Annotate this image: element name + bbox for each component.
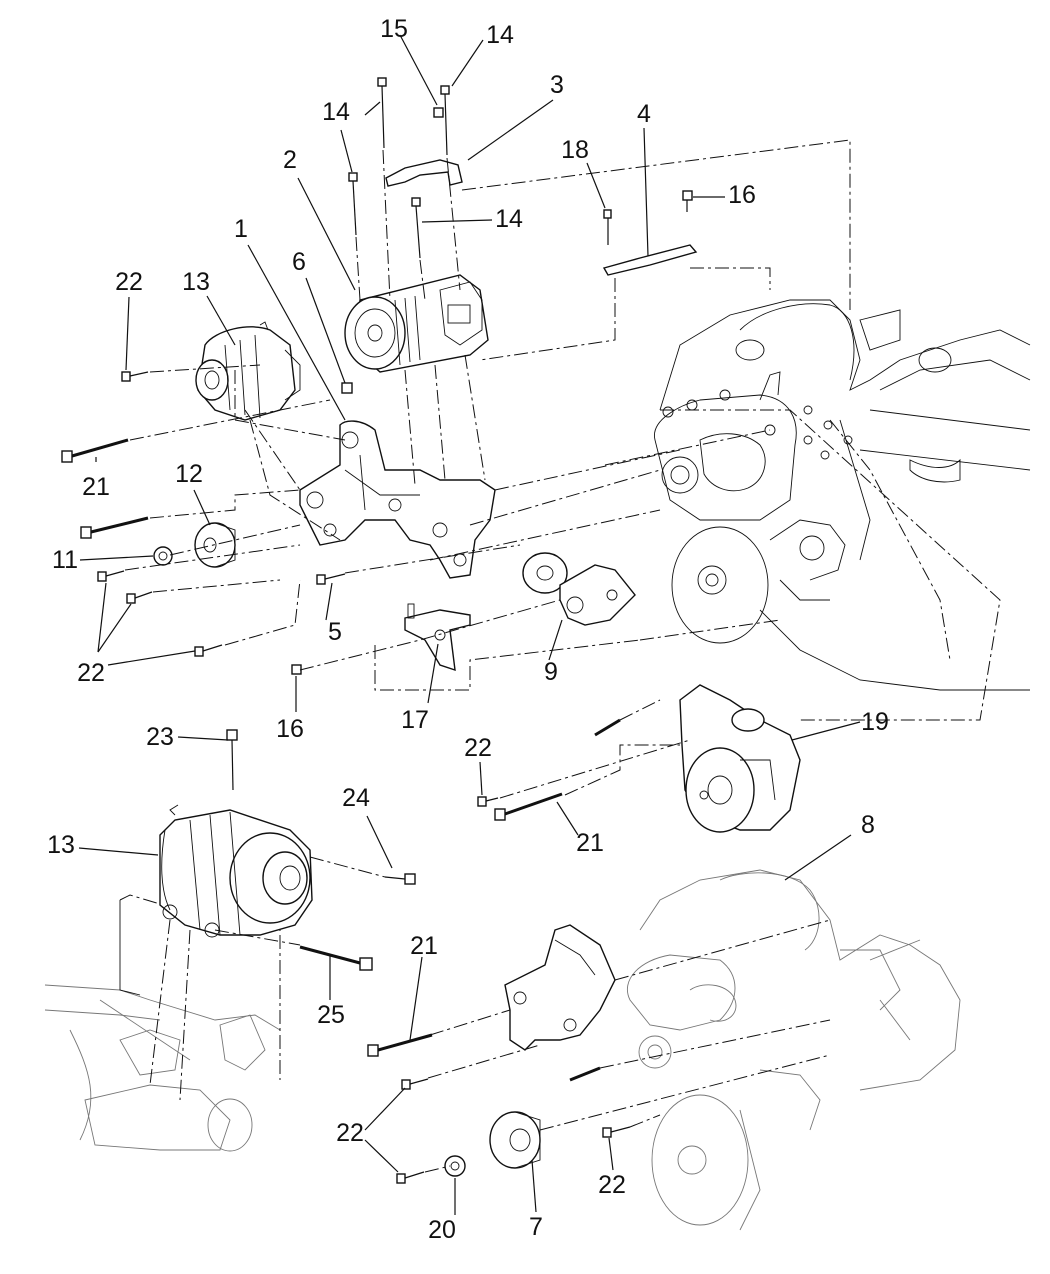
alternator-bracket — [299, 420, 496, 579]
engine-block-lower — [626, 869, 961, 1231]
callout-13-lower: 13 — [47, 831, 75, 859]
callout-19: 19 — [861, 708, 889, 736]
callout-8: 8 — [861, 811, 875, 839]
alternator-upper — [195, 321, 301, 421]
callout-22-c: 22 — [464, 734, 492, 762]
callout-22-d: 22 — [336, 1119, 364, 1147]
callout-25: 25 — [317, 1001, 345, 1029]
callout-14-a: 14 — [322, 98, 350, 126]
callout-16-upper: 16 — [728, 181, 756, 209]
callout-labels: 1 2 3 4 5 6 7 8 9 11 12 13 13 14 14 14 1… — [47, 15, 889, 1244]
callout-12: 12 — [175, 460, 203, 488]
strap-4 — [602, 244, 698, 276]
callout-1: 1 — [234, 215, 248, 243]
callout-2: 2 — [283, 146, 297, 174]
bracket-lower — [504, 924, 616, 1051]
callout-21-a: 21 — [82, 473, 110, 501]
callout-16-lower: 16 — [276, 715, 304, 743]
callout-7: 7 — [529, 1213, 543, 1241]
fasteners — [61, 77, 693, 1184]
callout-11: 11 — [52, 546, 78, 574]
nut-11 — [153, 546, 173, 566]
nut-20 — [444, 1155, 466, 1177]
engine-block-lower-left — [44, 894, 281, 1152]
callout-22-a: 22 — [115, 268, 143, 296]
callout-20: 20 — [428, 1216, 456, 1244]
callout-9: 9 — [544, 658, 558, 686]
callout-13-upper: 13 — [182, 268, 210, 296]
ac-compressor — [344, 274, 489, 373]
engine-block-upper — [654, 299, 1031, 691]
callout-4: 4 — [637, 100, 651, 128]
callout-15: 15 — [380, 15, 408, 43]
belt-tensioner — [522, 552, 636, 626]
idler-pulley-upper — [194, 522, 236, 568]
bracket-17 — [404, 603, 471, 672]
callout-18: 18 — [561, 136, 589, 164]
callout-22-b: 22 — [77, 659, 105, 687]
callout-23: 23 — [146, 723, 174, 751]
brace-3 — [385, 159, 463, 187]
power-steering-pump — [679, 684, 801, 833]
idler-pulley-lower — [489, 1111, 541, 1169]
callout-24: 24 — [342, 784, 370, 812]
callout-17: 17 — [401, 706, 429, 734]
alternator-lower — [159, 804, 313, 938]
callout-14-c: 14 — [495, 205, 523, 233]
callout-22-e: 22 — [598, 1171, 626, 1199]
callout-6: 6 — [292, 248, 306, 276]
callout-21-b: 21 — [576, 829, 604, 857]
callout-14-b: 14 — [486, 21, 514, 49]
callout-3: 3 — [550, 71, 564, 99]
callout-5: 5 — [328, 618, 342, 646]
leader-lines — [78, 34, 861, 1215]
callout-21-c: 21 — [410, 932, 438, 960]
